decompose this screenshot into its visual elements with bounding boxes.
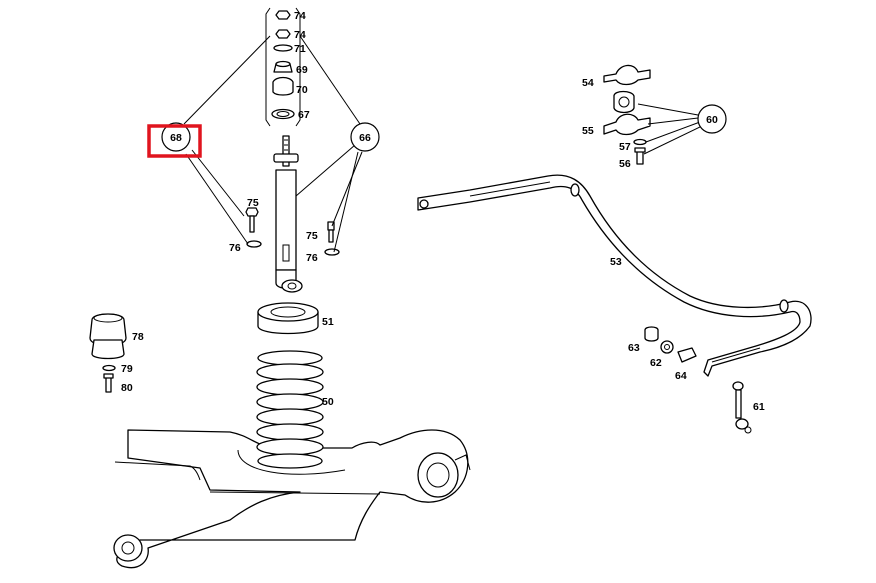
label-55: 55 bbox=[582, 125, 594, 137]
label-51: 51 bbox=[322, 316, 334, 328]
label-50: 50 bbox=[322, 396, 334, 408]
top-mount-stack[interactable] bbox=[265, 7, 301, 127]
stabilizer-clamp-55[interactable] bbox=[603, 113, 651, 136]
callout-60[interactable]: 60 bbox=[697, 104, 727, 134]
label-74b: 74 bbox=[294, 29, 306, 41]
shock-absorber[interactable] bbox=[273, 135, 303, 293]
label-57: 57 bbox=[619, 141, 631, 153]
label-76a: 76 bbox=[229, 242, 241, 254]
label-75b: 75 bbox=[306, 230, 318, 242]
part-labels: 74 74 71 69 70 67 75 76 75 76 51 50 78 7… bbox=[121, 10, 765, 413]
label-61: 61 bbox=[753, 401, 765, 413]
label-70: 70 bbox=[296, 84, 308, 96]
label-75a: 75 bbox=[247, 197, 259, 209]
label-69: 69 bbox=[296, 64, 308, 76]
stabilizer-bushing[interactable] bbox=[613, 90, 635, 114]
spring-pad-51[interactable] bbox=[257, 302, 319, 335]
label-62: 62 bbox=[650, 357, 662, 369]
shock-lower-bolt-right[interactable] bbox=[324, 221, 340, 256]
callout-68[interactable]: 68 bbox=[161, 122, 191, 152]
bump-stop-78[interactable] bbox=[89, 313, 127, 393]
callout-66[interactable]: 66 bbox=[350, 122, 380, 152]
label-54: 54 bbox=[582, 77, 594, 89]
label-76b: 76 bbox=[306, 252, 318, 264]
callout-60-leaders bbox=[637, 103, 703, 155]
lower-control-arm[interactable] bbox=[113, 429, 471, 569]
coil-spring-50[interactable] bbox=[256, 350, 324, 469]
label-56: 56 bbox=[619, 158, 631, 170]
label-53: 53 bbox=[610, 256, 622, 268]
stabilizer-bar-53[interactable] bbox=[417, 174, 812, 377]
label-63: 63 bbox=[628, 342, 640, 354]
nut-64[interactable] bbox=[677, 347, 697, 363]
label-71: 71 bbox=[294, 43, 306, 55]
callout-66-text: 66 bbox=[359, 132, 371, 144]
washer-62[interactable] bbox=[660, 340, 674, 354]
label-74a: 74 bbox=[294, 10, 306, 22]
label-80: 80 bbox=[121, 382, 133, 394]
washer-57-bolt-56[interactable] bbox=[633, 138, 647, 165]
stabilizer-link-61[interactable] bbox=[732, 381, 752, 434]
callout-60-text: 60 bbox=[706, 114, 718, 126]
highlight-box-68 bbox=[147, 124, 202, 158]
shock-lower-bolt-left[interactable] bbox=[245, 207, 262, 248]
stabilizer-clamp-54[interactable] bbox=[603, 64, 651, 86]
label-78: 78 bbox=[132, 331, 144, 343]
callout-68-text: 68 bbox=[170, 132, 182, 144]
rubber-bushing-63[interactable] bbox=[644, 326, 659, 342]
label-67: 67 bbox=[298, 109, 310, 121]
label-79: 79 bbox=[121, 363, 133, 375]
callout-leader-lines bbox=[183, 35, 363, 253]
label-64: 64 bbox=[675, 370, 687, 382]
